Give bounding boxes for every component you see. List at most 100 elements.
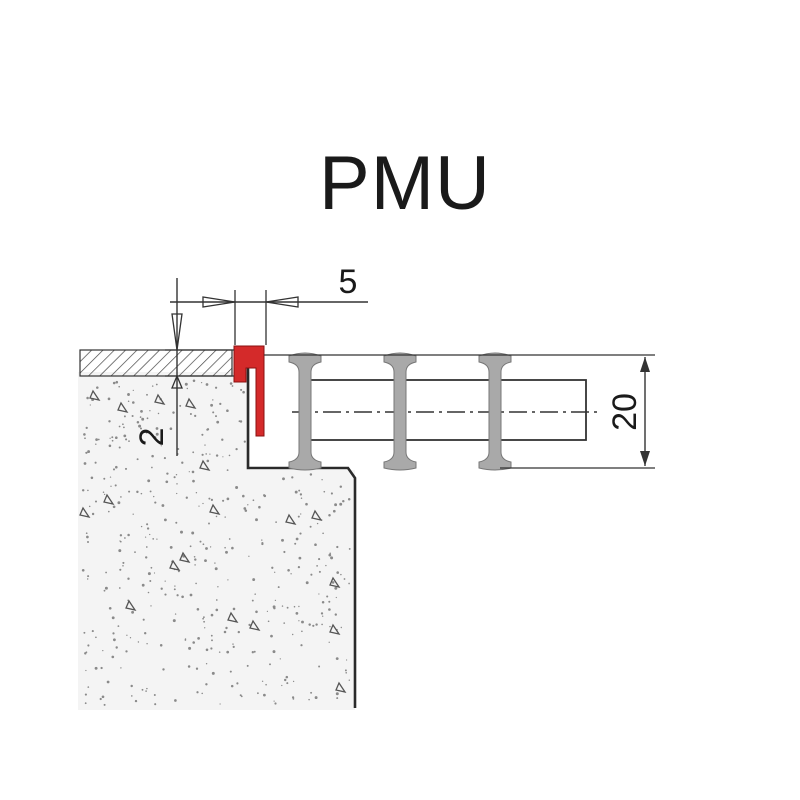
aggregate-dot xyxy=(88,505,91,508)
aggregate-dot xyxy=(195,667,199,670)
aggregate-dot xyxy=(145,690,147,692)
aggregate-dot xyxy=(120,667,122,669)
i-section-spacer xyxy=(288,352,322,471)
aggregate-dot xyxy=(267,620,270,623)
aggregate-dot xyxy=(95,636,97,639)
aggregate-dot xyxy=(329,625,331,628)
aggregate-dot xyxy=(294,542,297,545)
aggregate-dot xyxy=(314,696,318,700)
aggregate-stone xyxy=(169,559,181,571)
aggregate-dot xyxy=(112,638,116,642)
aggregate-dot xyxy=(210,634,213,637)
aggregate-dot xyxy=(86,396,89,400)
aggregate-dot xyxy=(219,402,222,406)
aggregate-dot xyxy=(150,566,153,569)
aggregate-dot xyxy=(300,644,303,647)
aggregate-dot xyxy=(128,440,130,442)
aggregate-dot xyxy=(189,593,193,597)
aggregate-dot xyxy=(300,497,303,500)
aggregate-dot xyxy=(155,383,158,386)
aggregate-dot xyxy=(185,496,188,499)
aggregate-dot xyxy=(299,493,303,496)
aggregate-dot xyxy=(150,605,152,607)
diagram-title: PMU xyxy=(319,141,491,226)
aggregate-dot xyxy=(134,551,136,553)
aggregate-dot xyxy=(132,401,135,404)
aggregate-dot xyxy=(151,454,154,458)
aggregate-dot xyxy=(169,427,173,431)
aggregate-dot xyxy=(189,545,192,548)
aggregate-dot xyxy=(139,427,143,430)
aggregate-dot xyxy=(232,643,234,645)
aggregate-dot xyxy=(142,618,145,621)
aggregate-dot xyxy=(274,599,277,602)
aggregate-dot xyxy=(199,540,202,543)
aggregate-dot xyxy=(110,485,112,487)
aggregate-dot xyxy=(164,580,166,582)
aggregate-dot xyxy=(242,390,245,394)
aggregate-dot xyxy=(240,388,243,391)
aggregate-dot xyxy=(149,410,151,412)
aggregate-dot xyxy=(248,623,251,627)
aggregate-dot xyxy=(176,594,179,597)
aggregate-dot xyxy=(321,601,325,604)
aggregate-dot xyxy=(179,404,182,407)
aggregate-dot xyxy=(136,458,139,461)
aggregate-dot xyxy=(290,573,292,575)
aggregate-dot xyxy=(210,498,214,502)
aggregate-stone xyxy=(227,611,239,623)
aggregate-dot xyxy=(235,486,239,489)
aggregate-dot xyxy=(225,550,228,554)
aggregate-dot xyxy=(335,692,339,696)
aggregate-dot xyxy=(173,476,176,479)
aggregate-dot xyxy=(215,599,218,601)
aggregate-dot xyxy=(202,502,204,505)
tube-body xyxy=(309,379,587,441)
aggregate-dot xyxy=(174,585,176,587)
aggregate-dot xyxy=(216,420,220,424)
aggregate-dot xyxy=(177,570,180,573)
aggregate-dot xyxy=(122,423,124,426)
aggregate-dot xyxy=(266,610,269,613)
aggregate-dot xyxy=(318,665,321,668)
aggregate-dot xyxy=(132,513,134,515)
aggregate-dot xyxy=(89,404,91,406)
aggregate-dot xyxy=(83,631,86,634)
aggregate-dot xyxy=(255,518,258,522)
aggregate-dot xyxy=(112,381,116,385)
aggregate-dot xyxy=(111,436,114,439)
aggregate-dot xyxy=(269,663,271,666)
aggregate-dot xyxy=(176,492,178,495)
aggregate-dot xyxy=(279,658,281,660)
aggregate-dot xyxy=(224,516,226,518)
aggregate-dot xyxy=(118,425,121,428)
aggregate-dot xyxy=(85,669,87,672)
aggregate-dot xyxy=(83,462,87,465)
aggregate-dot xyxy=(291,696,295,699)
aggregate-dot xyxy=(321,623,323,626)
aggregate-dot xyxy=(91,630,94,633)
aggregate-stone xyxy=(329,576,341,588)
aggregate-dot xyxy=(137,641,140,643)
aggregate-dot xyxy=(109,476,112,478)
aggregate-dot xyxy=(252,499,255,502)
aggregate-dot xyxy=(147,479,151,483)
aggregate-dot xyxy=(94,461,97,464)
aggregate-dot xyxy=(81,489,85,492)
aggregate-dot xyxy=(127,533,130,537)
aggregate-dot xyxy=(263,693,266,697)
aggregate-dot xyxy=(274,571,276,573)
aggregate-dot xyxy=(166,472,169,475)
dimension-depth-label: 2 xyxy=(133,428,171,447)
aggregate-dot xyxy=(175,473,178,476)
dimension-depth: 2 xyxy=(133,278,234,456)
aggregate-dot xyxy=(101,695,105,699)
aggregate-dot xyxy=(331,581,335,584)
aggregate-dot xyxy=(271,566,274,569)
aggregate-dot xyxy=(112,632,115,635)
aggregate-dot xyxy=(243,507,247,510)
aggregate-dot xyxy=(263,494,266,497)
aggregate-dot xyxy=(134,699,138,703)
aggregate-stone xyxy=(311,509,323,521)
aggregate-dot xyxy=(95,443,97,445)
